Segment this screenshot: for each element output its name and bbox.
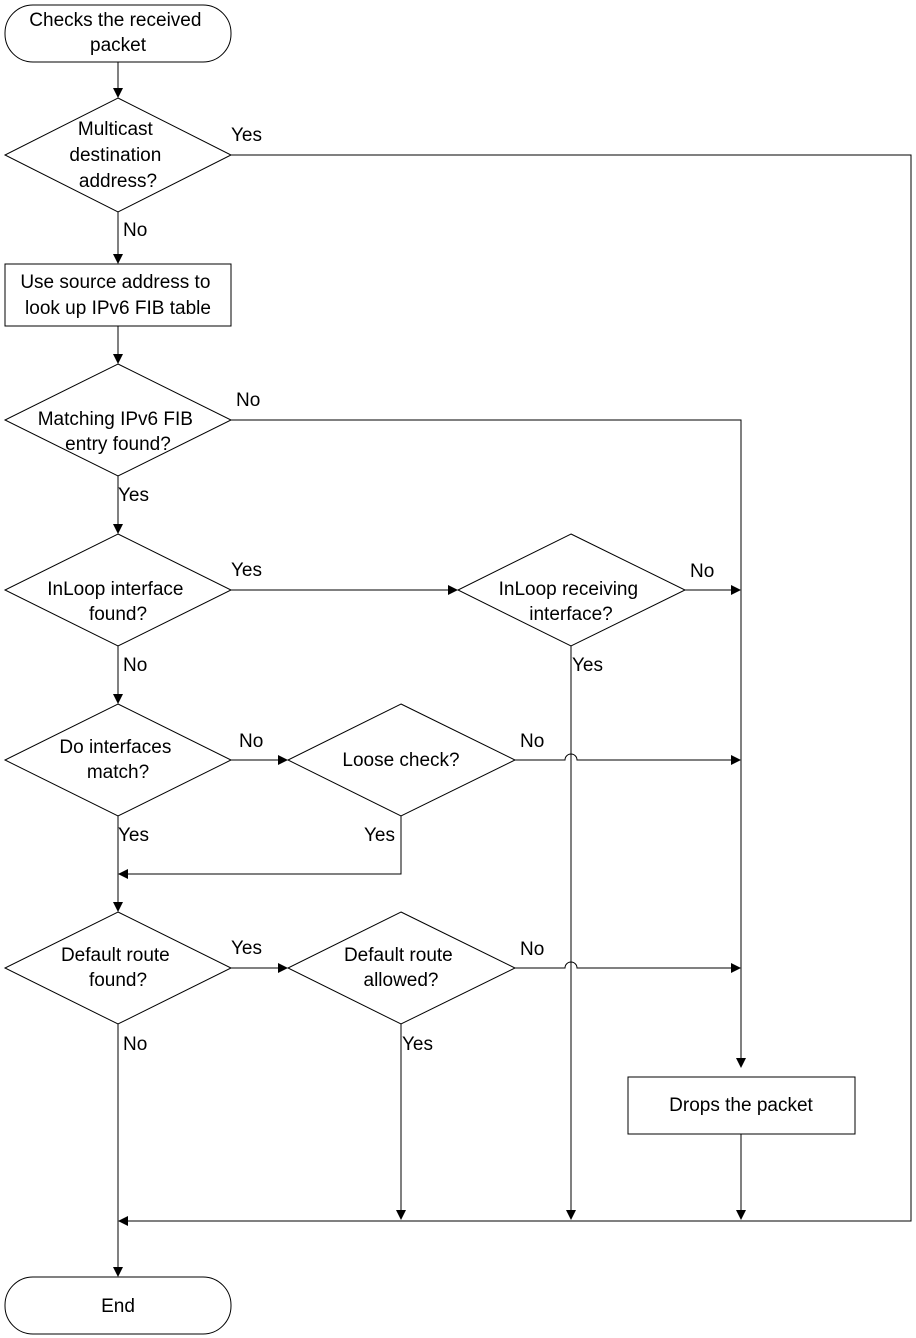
end-terminal	[4, 1276, 232, 1335]
arrowhead	[731, 585, 741, 595]
default-route-found-label: Default route found?	[61, 945, 175, 991]
arrowhead	[566, 1210, 576, 1220]
edge-labels: Yes No No Yes Yes No No Yes No Yes No Ye…	[118, 125, 714, 1055]
arrowheads	[113, 88, 746, 1277]
edge-multicast-yes	[128, 154, 912, 1222]
edge-label-inloop-receiving-no: No	[690, 561, 714, 582]
edge-label-default-found-yes: Yes	[231, 938, 262, 959]
inloop-receiving-label: InLoop receiving interface?	[499, 579, 644, 625]
arrowhead	[113, 88, 123, 98]
multicast-decision	[3, 97, 233, 213]
connectors	[117, 62, 912, 1267]
drop-process	[627, 1076, 856, 1135]
edge-label-inloop-no: No	[123, 655, 147, 676]
lookup-label: Use source address to look up IPv6 FIB t…	[20, 272, 215, 319]
edge-label-interfaces-yes: Yes	[118, 825, 149, 846]
edge-label-default-allowed-yes: Yes	[402, 1034, 433, 1055]
arrowhead	[118, 1216, 128, 1226]
default-route-allowed-decision	[286, 911, 517, 1025]
interfaces-match-decision	[3, 703, 233, 817]
edge-label-default-found-no: No	[123, 1034, 147, 1055]
arrowhead	[113, 902, 123, 912]
lookup-process	[4, 263, 232, 327]
edge-default-allowed-no	[515, 961, 731, 969]
arrowhead	[113, 694, 123, 704]
end-label: End	[101, 1296, 135, 1317]
drop-label: Drops the packet	[669, 1095, 813, 1116]
loose-check-label: Loose check?	[342, 750, 459, 771]
arrowhead	[113, 354, 123, 364]
arrowhead	[113, 524, 123, 534]
arrowhead	[731, 755, 741, 765]
edge-label-multicast-no: No	[123, 220, 147, 241]
arrowhead	[113, 1267, 123, 1277]
edge-matching-no	[231, 419, 742, 1058]
default-route-found-decision	[3, 911, 233, 1025]
edge-label-matching-no: No	[236, 390, 260, 411]
matching-label: Matching IPv6 FIB entry found?	[38, 409, 199, 455]
loose-check-decision	[286, 703, 517, 817]
arrowhead	[278, 755, 288, 765]
edge-loose-no	[515, 753, 731, 761]
start-terminal	[4, 4, 232, 63]
matching-decision	[3, 363, 233, 477]
edge-label-inloop-yes: Yes	[231, 560, 262, 581]
arrowhead	[736, 1058, 746, 1068]
inloop-label: InLoop interface found?	[47, 579, 189, 625]
edge-label-loose-yes: Yes	[364, 825, 395, 846]
arrowhead	[396, 1210, 406, 1220]
nodes	[3, 4, 856, 1335]
edge-label-default-allowed-no: No	[520, 939, 544, 960]
arrowhead	[278, 963, 288, 973]
node-labels: Checks the received packet Multicast des…	[20, 10, 813, 1317]
inloop-decision	[3, 533, 233, 647]
edge-label-inloop-receiving-yes: Yes	[572, 655, 603, 676]
edge-label-loose-no: No	[520, 731, 544, 752]
default-route-allowed-label: Default route allowed?	[344, 945, 458, 991]
arrowhead	[736, 1210, 746, 1220]
arrowhead	[448, 585, 458, 595]
arrowhead	[731, 963, 741, 973]
inloop-receiving-decision	[456, 533, 687, 647]
edge-label-matching-yes: Yes	[118, 485, 149, 506]
start-label: Checks the received packet	[29, 10, 206, 56]
arrowhead	[118, 869, 128, 879]
multicast-label: Multicast destination address?	[69, 119, 166, 192]
edge-label-multicast-yes: Yes	[231, 125, 262, 146]
edge-label-interfaces-no: No	[239, 731, 263, 752]
edge-loose-yes	[128, 816, 402, 875]
interfaces-match-label: Do interfaces match?	[59, 737, 176, 783]
arrowhead	[113, 254, 123, 264]
